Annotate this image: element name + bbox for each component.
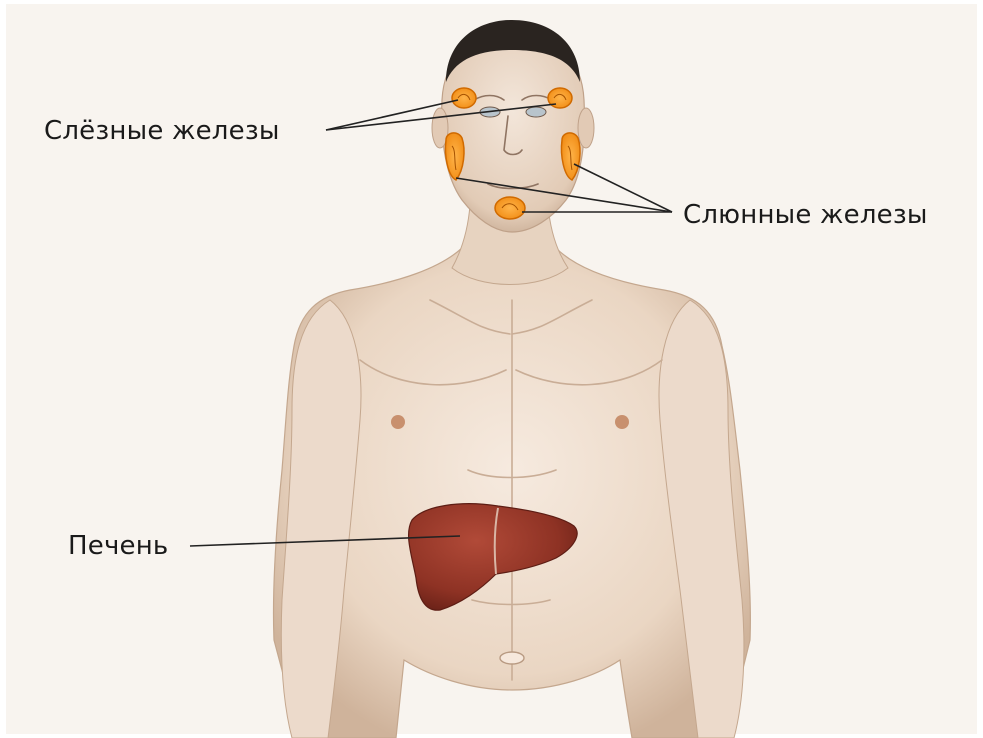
left-nipple: [391, 415, 405, 429]
salivary-glands-label: Слюнные железы: [683, 200, 928, 230]
tear-gland-left-icon: [452, 88, 476, 108]
salivary-gland-chin-icon: [495, 197, 525, 219]
navel: [500, 652, 524, 664]
right-ear: [578, 108, 594, 148]
tear-glands-label: Слёзные железы: [44, 116, 280, 146]
right-nipple: [615, 415, 629, 429]
liver-label: Печень: [68, 531, 168, 561]
right-eye: [526, 107, 546, 117]
